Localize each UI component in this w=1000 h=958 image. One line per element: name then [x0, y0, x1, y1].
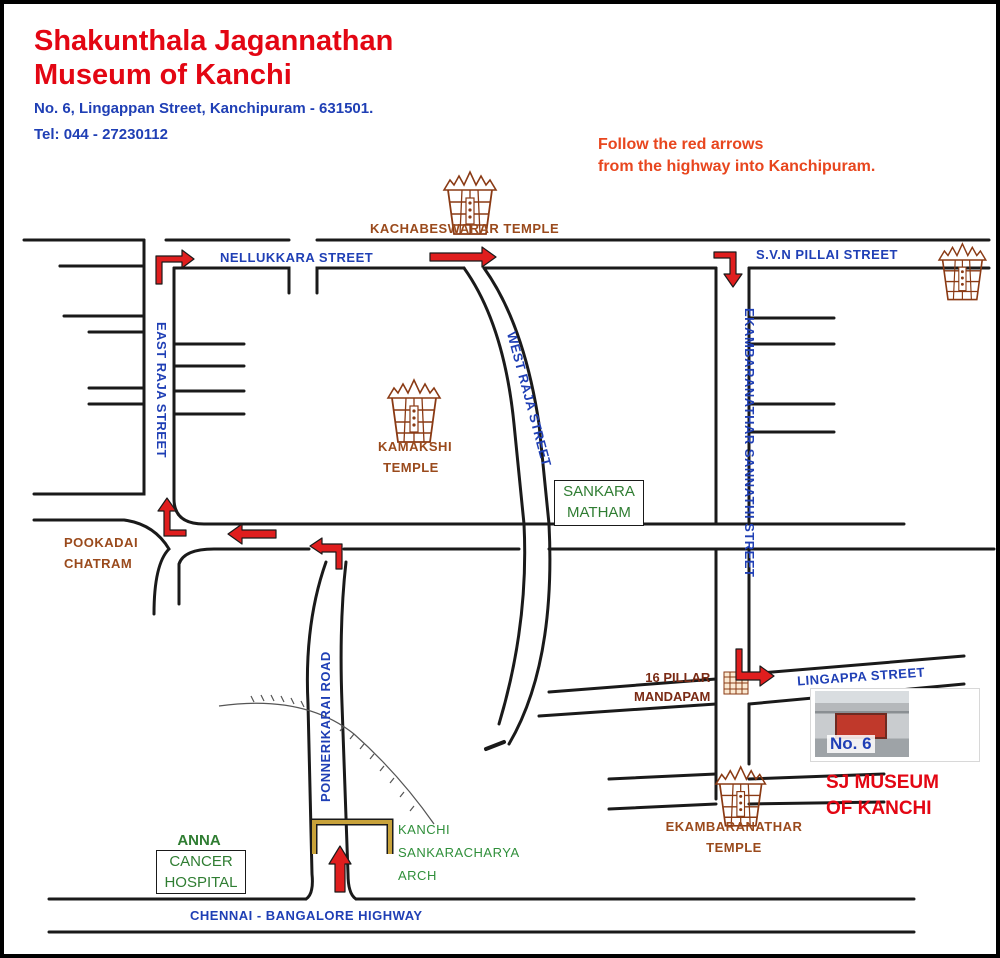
east-raja-street-left-edge [32, 238, 146, 496]
arch-icon [310, 818, 394, 854]
street-label-nellukkara: NELLUKKARA STREET [220, 250, 374, 265]
street-label-ekambaranathar-sannathi: EKAMBARANATHAR SANNATHI STREET [742, 308, 757, 578]
anna-cancer-hospital-box: CANCER HOSPITAL [156, 850, 246, 894]
photo-number-label: No. 6 [827, 735, 875, 753]
label-ekambaranathar-line2: TEMPLE [706, 840, 762, 855]
label-anna-line1: ANNA [177, 832, 221, 849]
label-arch-line1: KANCHI [398, 822, 451, 837]
ponnerikarai-road-left [304, 560, 328, 901]
svn-pillai-temple-icon [938, 242, 987, 301]
label-sj-museum-line1: SJ MUSEUM [826, 772, 939, 793]
arrow-icon [157, 497, 187, 537]
west-raja-street-right [482, 266, 552, 746]
arrow-icon [155, 249, 195, 285]
mandapam-road [537, 677, 718, 718]
kamakshi-temple-icon [387, 379, 441, 443]
arrow-icon [309, 537, 343, 570]
label-arch-line2: SANKARACHARYA [398, 845, 520, 860]
lower-lanes [607, 772, 886, 811]
street-label-highway: CHENNAI - BANGALORE HIGHWAY [190, 908, 423, 923]
route-arrows [155, 246, 775, 893]
label-sankara-line1: SANKARA [563, 483, 635, 500]
label-16-pillar-mandapam: 16 PILLAR MANDAPAM [634, 668, 710, 706]
page-title-line2: Museum of Kanchi [34, 59, 292, 91]
label-kachabeswarar-temple: KACHABESWARAR TEMPLE [370, 221, 560, 236]
label-arch-line3: ARCH [398, 868, 437, 883]
west-raja-street-left [462, 266, 527, 726]
label-ekambaranathar-temple: EKAMBARANATHAR TEMPLE [654, 816, 814, 858]
street-label-svn-pillai: S.V.N PILLAI STREET [756, 247, 898, 262]
east-side-lanes [747, 316, 836, 434]
label-mandapam-line1: 16 PILLAR [645, 670, 711, 685]
instructions-line2: from the highway into Kanchipuram. [598, 158, 876, 175]
label-sj-museum-line2: OF KANCHI [826, 798, 932, 819]
pookadai-junction [32, 518, 311, 616]
label-pookadai-line1: POOKADAI [64, 535, 139, 550]
side-lanes-east-raja [172, 342, 246, 416]
label-kamakshi-line2: TEMPLE [383, 460, 439, 475]
ponnerikarai-road-right [339, 560, 358, 901]
museum-photo: No. 6 [810, 688, 980, 762]
arrow-icon [227, 523, 277, 545]
nellukkara-street-lower-edge [58, 264, 991, 295]
east-raja-street-right-edge [172, 266, 906, 526]
label-hospital-line3: HOSPITAL [164, 874, 238, 891]
street-label-ponnerikarai: PONNERIKARAI ROAD [318, 651, 333, 802]
railway-track [218, 694, 435, 825]
arrow-icon [713, 251, 743, 288]
label-kamakshi-line1: KAMAKSHI [378, 439, 453, 454]
label-mandapam-line2: MANDAPAM [634, 689, 711, 704]
arrow-icon [328, 845, 352, 893]
side-lanes-west [58, 264, 146, 406]
map-drawing [22, 171, 996, 934]
label-sankaracharya-arch: KANCHI SANKARACHARYA ARCH [398, 818, 520, 887]
street-label-east-raja: EAST RAJA STREET [154, 322, 169, 459]
label-kamakshi-temple: KAMAKSHI TEMPLE [378, 436, 453, 478]
address: No. 6, Lingappan Street, Kanchipuram - 6… [34, 100, 374, 117]
instructions-line1: Follow the red arrows [598, 136, 764, 153]
label-hospital-line2: CANCER [169, 853, 233, 870]
road-stub [484, 740, 506, 751]
page-title-line1: Shakunthala Jagannathan [34, 25, 394, 57]
road-network [22, 238, 996, 934]
label-pookadai-line2: CHATRAM [64, 556, 133, 571]
arrow-icon [429, 246, 497, 268]
sankara-matham-box: SANKARA MATHAM [554, 480, 644, 526]
museum-location-map: Shakunthala Jagannathan Museum of Kanchi… [4, 4, 996, 954]
label-sankara-line2: MATHAM [567, 504, 631, 521]
label-pookadai-chatram: POOKADAI CHATRAM [64, 532, 146, 574]
label-ekambaranathar-line1: EKAMBARANATHAR [665, 819, 803, 834]
arrow-icon [735, 648, 775, 687]
phone: Tel: 044 - 27230112 [34, 126, 168, 143]
